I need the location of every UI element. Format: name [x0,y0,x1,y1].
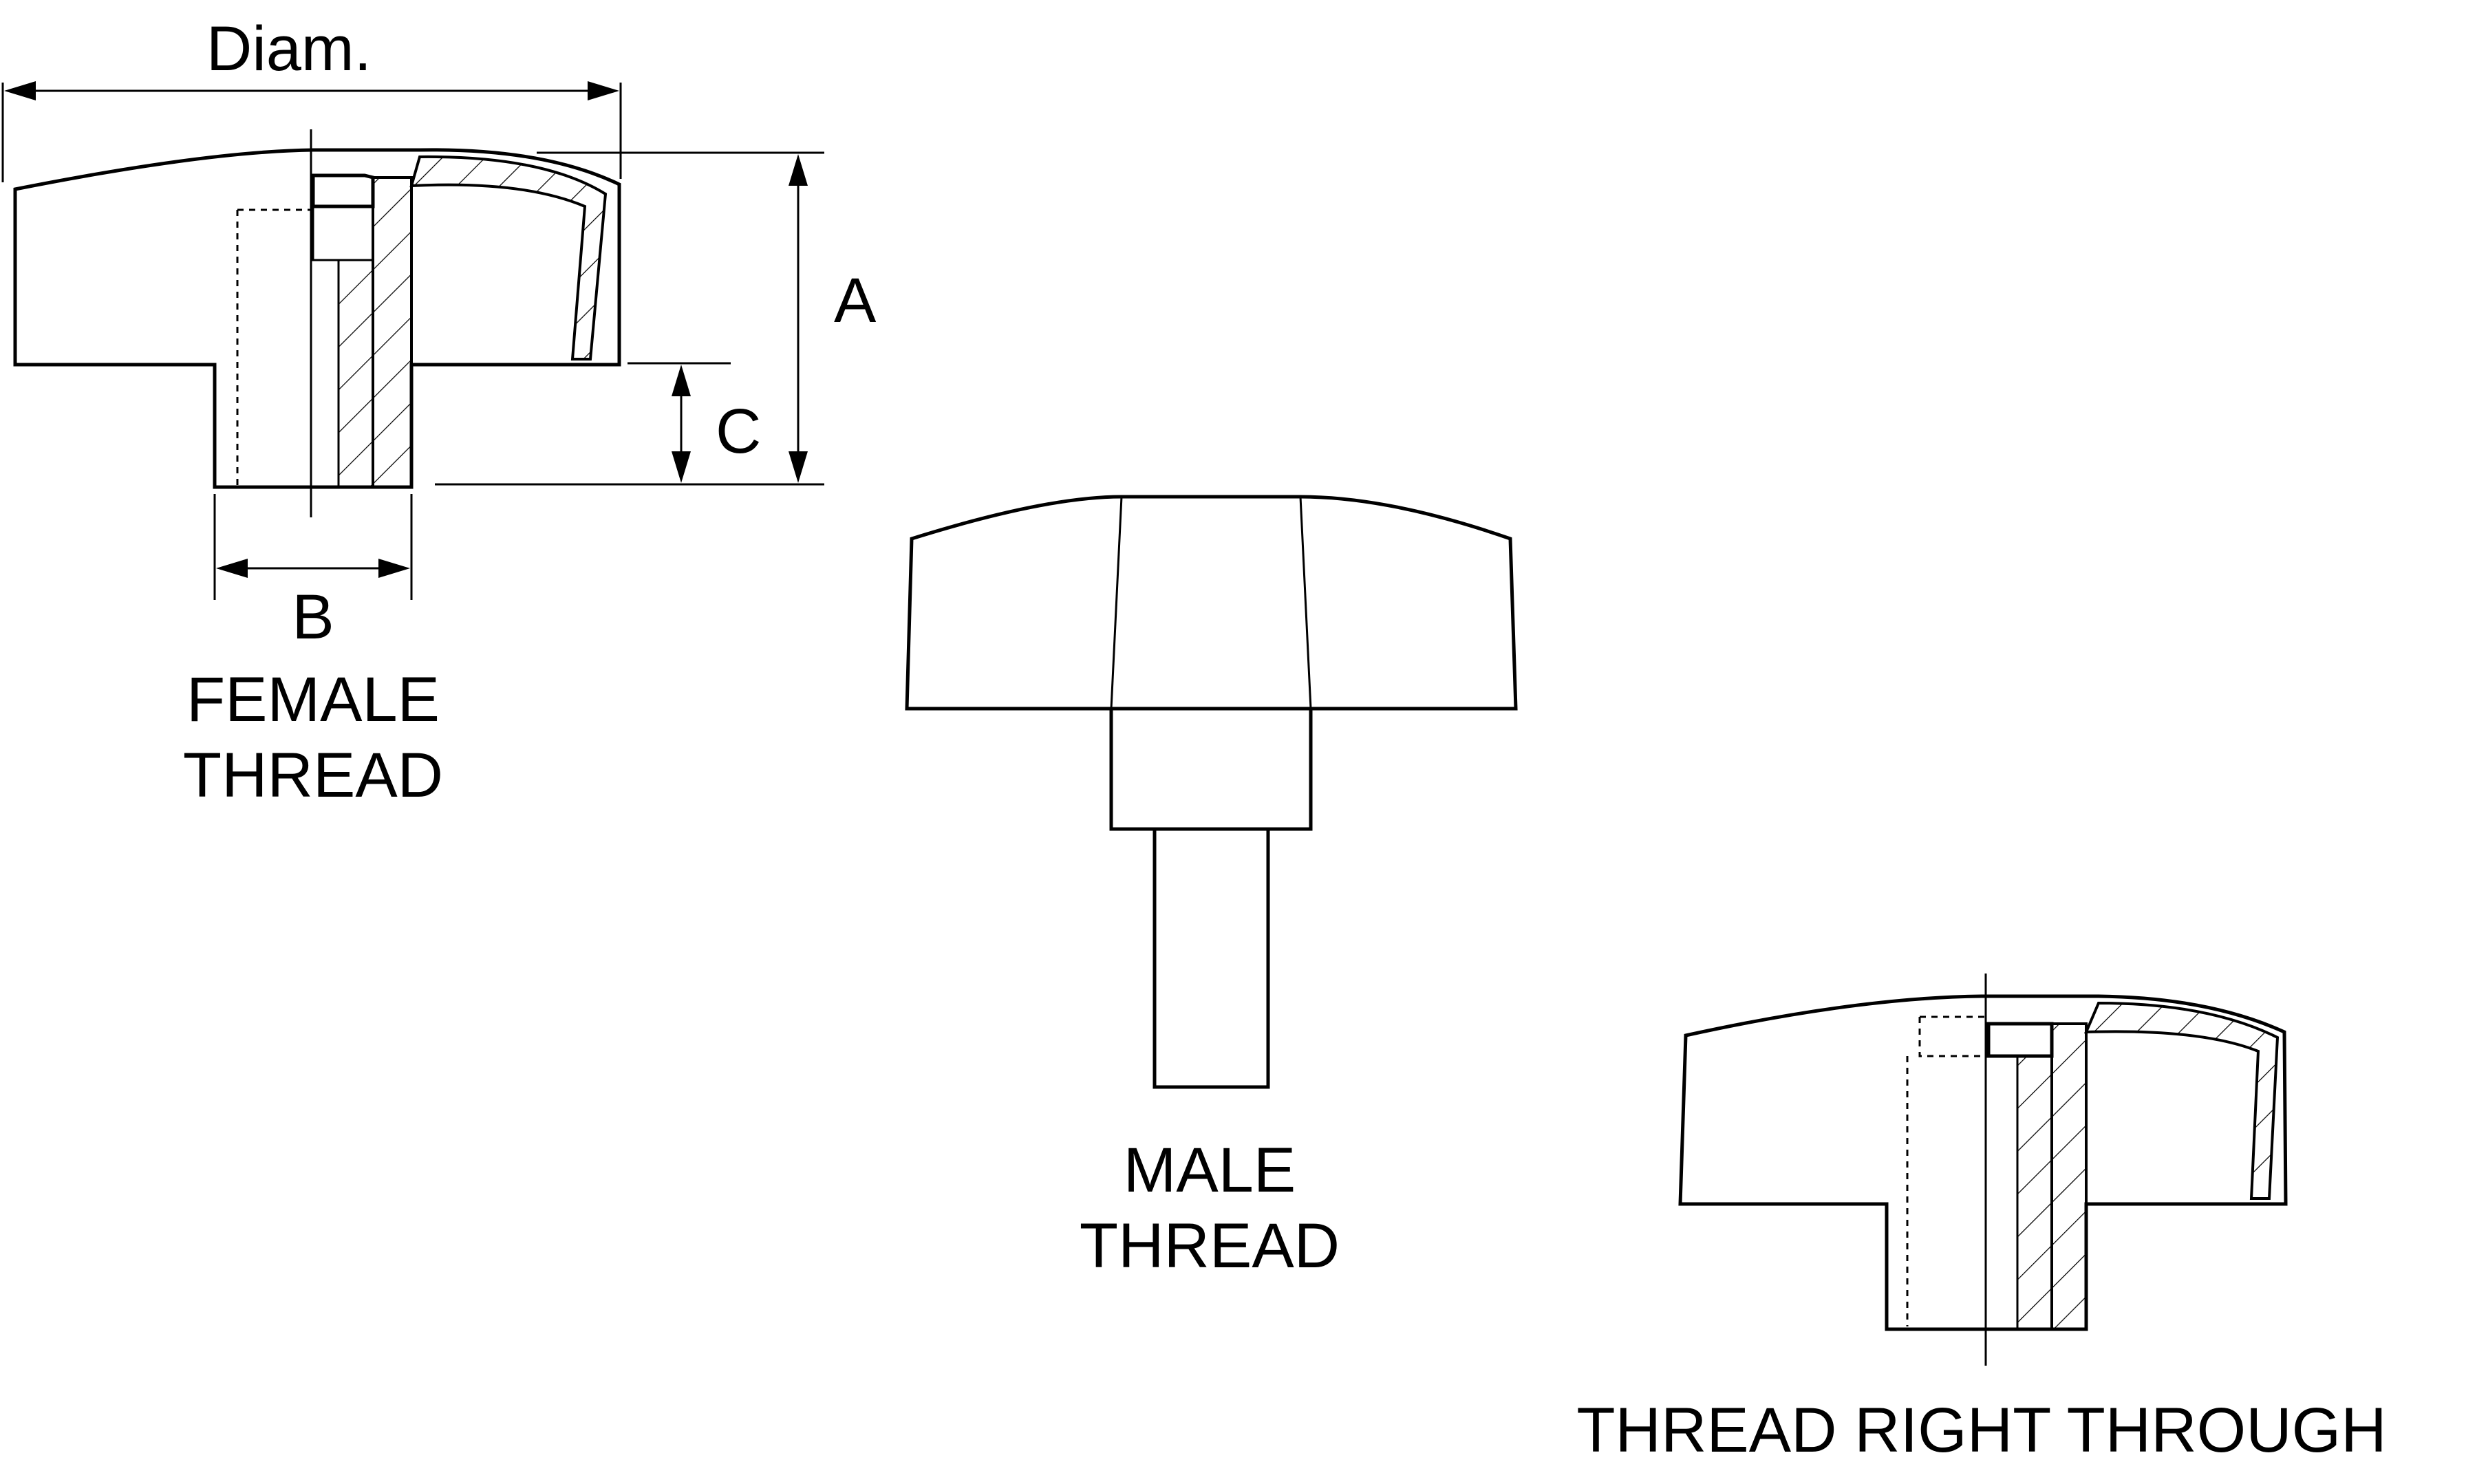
a-arrow-bottom [789,451,808,483]
diameter-label: Diam. [206,14,372,84]
male-knob-facet-left [1110,496,1123,709]
through-knob-shell-section [2083,1001,2280,1200]
male-knob-hub [1109,707,1313,831]
male-thread-label-line2: THREAD [1080,1211,1340,1281]
male-knob-head [905,495,1518,711]
diameter-dimension: Diam. [1,14,622,182]
b-dimension: B [213,494,413,652]
diameter-arrow-right [588,81,619,100]
through-hidden-bore [1906,1015,1988,1326]
through-insert-section [2050,1022,2088,1331]
through-insert-top [1986,1022,2054,1058]
female-knob-shell-section [409,155,608,361]
c-label: C [716,396,761,466]
a-label: A [834,266,877,336]
through-knob-outline [1678,994,2288,1331]
diameter-arrow-left [4,81,36,100]
c-dimension: C [628,362,761,483]
b-arrow-left [216,559,248,578]
female-insert-section [372,176,413,488]
female-insert-top [311,173,375,208]
male-threaded-stud [1152,827,1270,1089]
male-thread-knob [905,495,1518,1089]
a-arrow-top [789,154,808,186]
through-thread-label: THREAD RIGHT THROUGH [1576,1395,2386,1465]
b-arrow-right [378,559,410,578]
a-dimension: A [435,151,877,486]
c-arrow-bottom [672,451,691,483]
female-thread-knob [13,129,621,517]
through-thread-section [2016,1055,2053,1331]
female-thread-section [337,259,374,488]
male-knob-facet-right [1299,496,1312,709]
female-thread-label-line1: FEMALE [186,665,440,735]
male-thread-label-line1: MALE [1124,1135,1296,1205]
female-insert-step [312,206,339,261]
female-thread-label-line2: THREAD [183,740,443,810]
female-knob-outline [13,148,621,489]
female-hidden-bore [236,208,313,485]
c-arrow-top [672,365,691,396]
through-thread-knob [1678,974,2288,1366]
b-label: B [292,582,334,652]
